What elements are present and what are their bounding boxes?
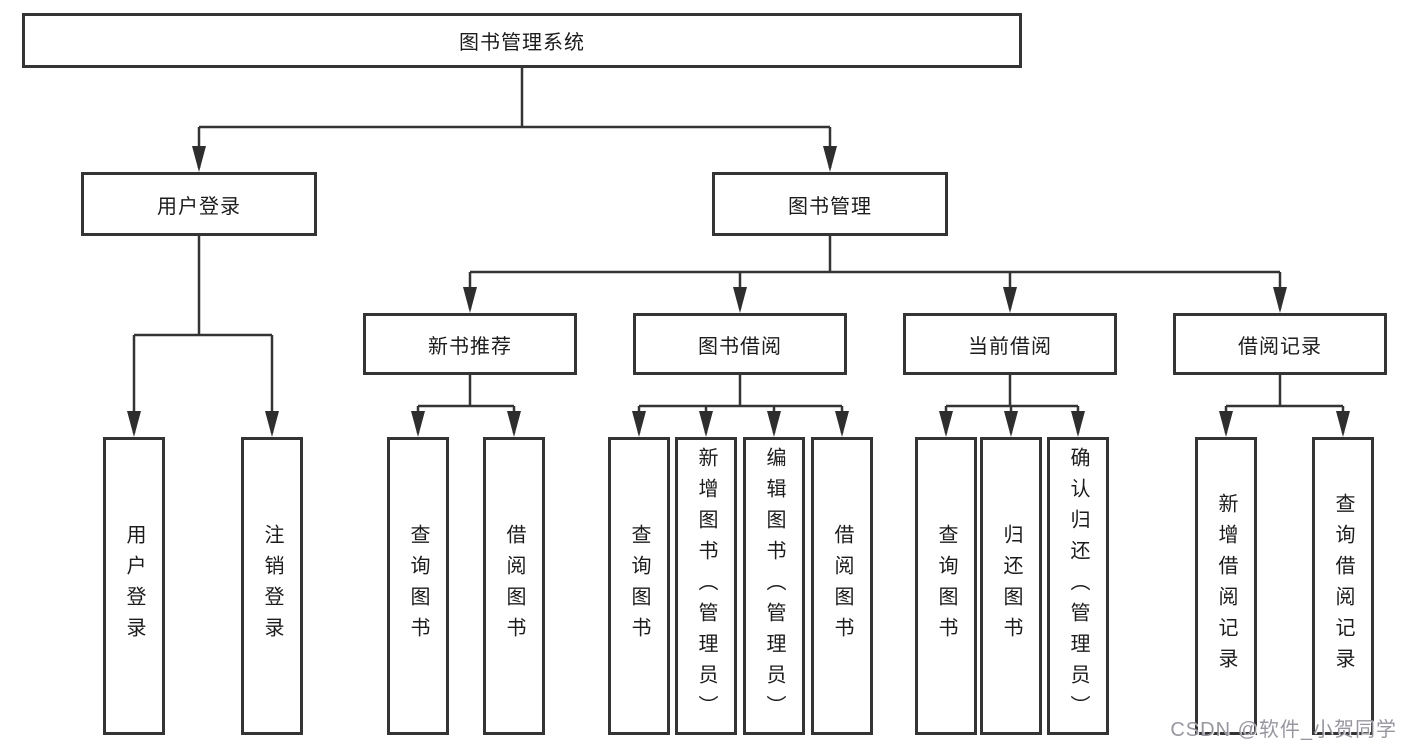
node-label: 新书推荐: [428, 335, 512, 358]
leaf-label: 查询图书: [628, 524, 650, 648]
leaf-borrow-book: 借阅图书: [811, 437, 873, 735]
node-library-system: 图书管理系统: [22, 13, 1022, 68]
node-label: 当前借阅: [968, 335, 1052, 358]
leaf-label: 新增图书（管理员）: [695, 446, 717, 726]
node-book-borrow: 图书借阅: [633, 313, 847, 375]
leaf-label: 借阅图书: [831, 524, 853, 648]
arrowheads: [127, 146, 1350, 437]
leaf-recommend-query-book: 查询图书: [387, 437, 449, 735]
node-user-login: 用户登录: [81, 172, 317, 236]
leaf-user-login: 用户登录: [103, 437, 165, 735]
node-current-borrow: 当前借阅: [903, 313, 1117, 375]
leaf-add-borrow-record: 新增借阅记录: [1195, 437, 1257, 735]
leaf-add-book-admin: 新增图书（管理员）: [675, 437, 737, 735]
node-book-management: 图书管理: [712, 172, 948, 236]
leaf-label: 确认归还（管理员）: [1067, 446, 1089, 726]
leaf-label: 查询图书: [935, 524, 957, 648]
leaf-confirm-return-admin: 确认归还（管理员）: [1047, 437, 1109, 735]
csdn-watermark: CSDN @软件_小贺同学: [1170, 719, 1397, 741]
leaf-logout: 注销登录: [241, 437, 303, 735]
node-label: 借阅记录: [1238, 335, 1322, 358]
leaf-label: 查询图书: [407, 524, 429, 648]
leaf-label: 用户登录: [123, 524, 145, 648]
leaf-label: 注销登录: [261, 524, 283, 648]
leaf-current-query-book: 查询图书: [915, 437, 977, 735]
node-label: 图书借阅: [698, 335, 782, 358]
leaf-label: 查询借阅记录: [1332, 493, 1354, 679]
node-label: 图书管理系统: [459, 32, 585, 54]
leaf-query-borrow-record: 查询借阅记录: [1312, 437, 1374, 735]
leaf-recommend-borrow-book: 借阅图书: [483, 437, 545, 735]
leaf-label: 编辑图书（管理员）: [763, 446, 785, 726]
leaf-return-book: 归还图书: [980, 437, 1042, 735]
leaf-label: 借阅图书: [503, 524, 525, 648]
node-new-book-recommend: 新书推荐: [363, 313, 577, 375]
node-borrow-records: 借阅记录: [1173, 313, 1387, 375]
leaf-label: 归还图书: [1000, 524, 1022, 648]
node-label: 图书管理: [788, 195, 872, 218]
leaf-borrow-query-book: 查询图书: [608, 437, 670, 735]
leaf-edit-book-admin: 编辑图书（管理员）: [743, 437, 805, 735]
node-label: 用户登录: [157, 195, 241, 218]
leaf-label: 新增借阅记录: [1215, 493, 1237, 679]
